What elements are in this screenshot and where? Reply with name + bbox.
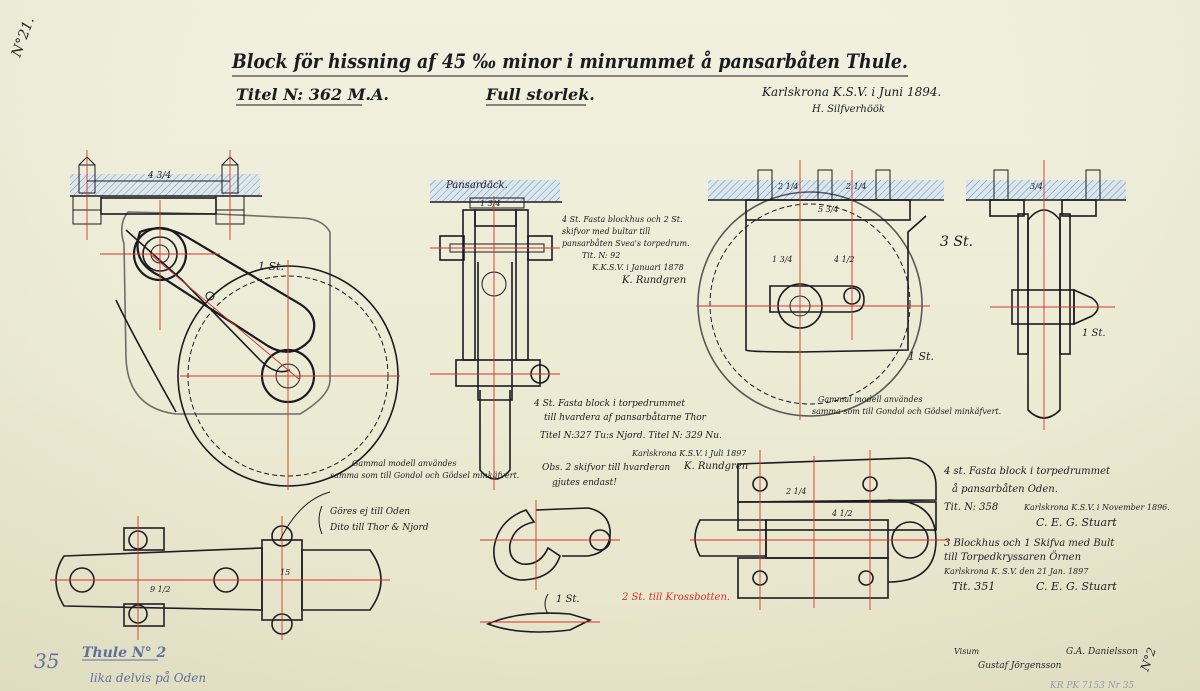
two-st-red: 2 St. till Krossbotten. [621,592,730,603]
one-st-d: 1 St. [556,594,580,605]
note-obs-2: gjutes endast! [552,478,617,488]
view-hook: 1 St. 2 St. till Krossbotten. [480,500,730,633]
date-place: Karlskrona K.S.V. i Juni 1894. [761,85,941,99]
note-thor-1: 4 St. Fasta block i torpedrummet [533,399,685,409]
note-fasta-1: 4 St. Fasta blockhus och 2 St. [561,215,682,224]
note-oden-tit: Tit. N: 358 [944,502,998,513]
note-orn-sig: C. E. G. Stuart [1036,580,1117,593]
note-obs-1: Obs. 2 skifvor till hvarderan [542,463,670,473]
stamp-num: KR PK 7153 Nr 35 [1049,681,1135,691]
titel-number: Titel N: 362 M.A. [236,85,389,104]
note-thor-sig: K. Rundgren [683,461,748,472]
sheet-number: N°21. [8,15,38,60]
one-st-b: 1 St. [908,350,934,363]
note-orn-tit: Tit. 351 [952,580,995,593]
dim-4-1-2: 4 1/2 [833,255,855,264]
note-orn-2: till Torpedkryssaren Örnen [944,551,1081,563]
note-fasta-4: Tit. N: 92 [582,251,620,260]
sign-visum: Visum [954,647,979,656]
stamp-right: N°2 [1137,646,1159,674]
dim-4-1-2-b: 4 1/2 [831,509,853,518]
view-right-sheave: 2 1/4 2 1/4 5 3/4 1 3/4 4 1/2 3 St. 1 St… [696,160,1001,420]
gammal-note-b-1: Gammal modell användes [818,395,922,404]
pencil-35: 35 [34,649,59,673]
drawing-title: Block för hissning af 45 ‰ minor i minru… [231,49,908,73]
pansardack-label: Pansardäck. [445,180,508,191]
note-fasta-date: K.K.S.V. i Januari 1878 [591,263,684,272]
one-st-a: 1 St. [258,260,284,273]
note-oden-block-2: å pansarbåten Oden. [952,483,1058,495]
one-st-c: 1 St. [1082,328,1106,339]
dim-15: 15 [280,568,290,577]
scale-label: Full storlek. [485,85,595,104]
dim-2-1-4-a: 2 1/4 [777,182,799,191]
note-fasta-sig: K. Rundgren [621,275,686,286]
right-large-sheave [697,191,923,417]
gammal-note-a-2: samma som till Gondol och Gödsel minkäfv… [330,471,519,480]
note-oden-sig: C. E. G. Stuart [1036,516,1117,529]
note-orn-1: 3 Blockhus och 1 Skifva med Bult [944,538,1115,549]
note-oden-1: Göres ej till Oden [330,507,410,517]
gammal-note-b-2: samma som till Gondol och Gödsel minkäfv… [812,407,1001,416]
dim-2-1-4-c: 2 1/4 [785,487,807,496]
dim-1-3-4-mid: 1 3/4 [480,199,501,208]
dim-4-3-4: 4 3/4 [147,171,171,181]
dim-1-3-4-right: 1 3/4 [772,255,793,264]
sign-1: Gustaf Jörgensson [978,661,1062,671]
note-thor-date: Karlskrona K.S.V. i Juli 1897 [631,449,747,458]
note-oden-date: Karlskrona K.S.V. i November 1896. [1023,503,1170,512]
view-middle-section: Pansardäck. 1 3/4 4 St. Fasta blockhus o… [430,180,690,490]
view-bottom-right: 2 1/4 4 1/2 [690,450,950,610]
view-far-right-section: 3/4 1 St. [966,160,1126,430]
dim-2-1-4-b: 2 1/4 [845,182,867,191]
three-st-label: 3 St. [940,234,973,250]
dim-3-4-right: 3/4 [1030,182,1043,191]
note-oden-block-1: 4 st. Fasta block i torpedrummet [943,466,1111,477]
view-bottom-left: 9 1/2 15 Göres ej till Oden Dito till Th… [50,491,429,640]
note-orn-date: Karlskrona K. S.V. den 21 Jan. 1897 [943,567,1089,576]
gammal-note-a-1: Gammal modell användes [352,459,456,468]
lika-delvis: lika delvis på Oden [90,670,206,685]
sign-2: G.A. Danielsson [1066,647,1138,657]
note-fasta-2: skifvor med bultar till [562,227,651,236]
drafter-signature: H. Silfverhöök [811,104,885,115]
thule-ref: Thule N° 2 [82,645,167,661]
dim-5-3-4: 5 3/4 [818,205,839,214]
note-thor-3: Titel N:327 Tu:s Njord. Titel N: 329 Nu. [540,431,722,441]
note-oden-2: Dito till Thor & Njord [329,523,429,533]
dim-9-1-2: 9 1/2 [150,585,171,594]
note-thor-2: till hvardera af pansarbåtarne Thor [544,411,707,423]
view-left-top: 4 3/4 1 St. Gammal modell användes samma… [70,150,519,490]
note-fasta-3: pansarbåten Svea's torpedrum. [562,239,690,248]
